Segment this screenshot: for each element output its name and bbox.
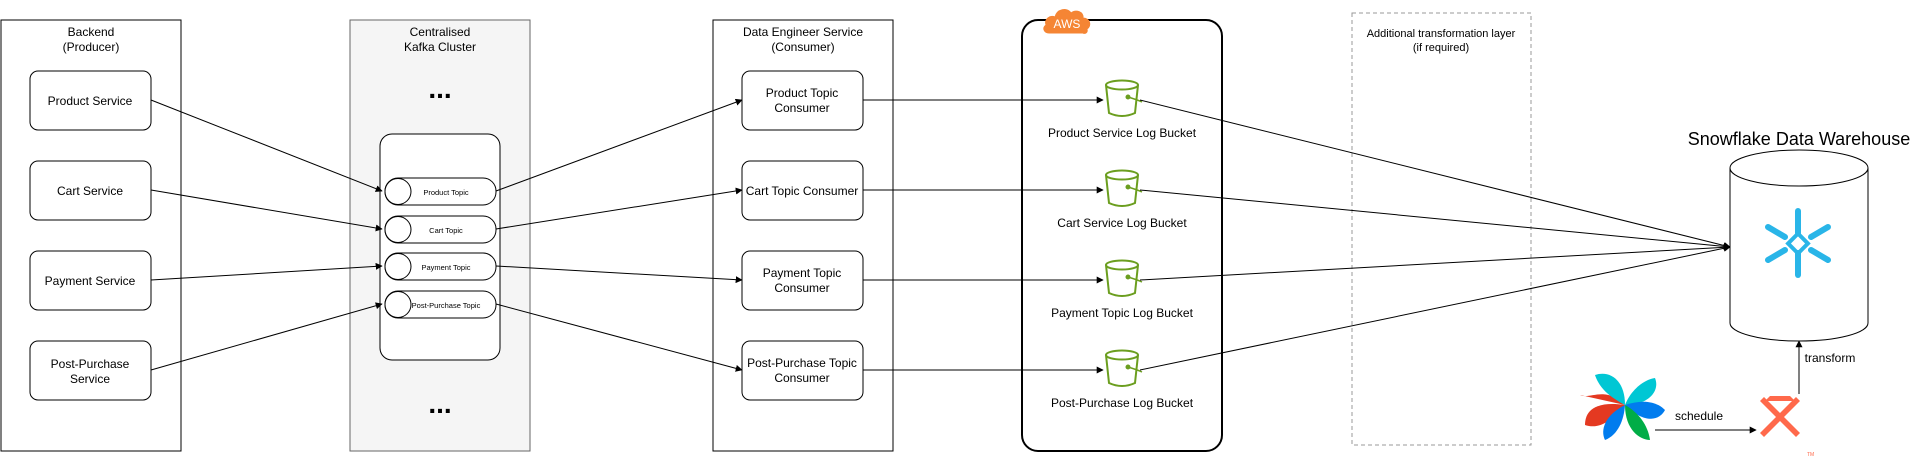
dbt-logo-icon: TM (1760, 396, 1814, 458)
post-purchase-bucket[interactable]: Post-Purchase Log Bucket (1051, 349, 1194, 411)
payment-topic-consumer-label-line1: Payment Topic (763, 266, 842, 280)
post-purchase-bucket-label: Post-Purchase Log Bucket (1051, 396, 1194, 410)
arrow-product-bucket-to-snowflake (1139, 99, 1731, 249)
kafka-title-line2: Kafka Cluster (404, 40, 476, 54)
kafka-ellipsis-bottom: ... (428, 388, 451, 419)
product-service-box[interactable]: Product Service (29, 70, 152, 131)
payment-topic-consumer-label-line2: Consumer (774, 281, 829, 295)
bucket-icon (1105, 349, 1143, 387)
kafka-topic-cart-label: Cart Topic (429, 226, 463, 235)
cart-service-box[interactable]: Cart Service (29, 160, 152, 221)
product-topic-consumer-label-line2: Consumer (774, 101, 829, 115)
aws-badge-label: AWS (1054, 17, 1081, 31)
kafka-topic-post-purchase[interactable]: Post-Purchase Topic (384, 290, 497, 319)
product-topic-consumer-box[interactable]: Product Topic Consumer (741, 70, 864, 131)
kafka-broker (379, 133, 501, 361)
schedule-label: schedule (1675, 409, 1723, 423)
kafka-title-line1: Centralised (410, 25, 471, 39)
transform-layer-title-line1: Additional transformation layer (1367, 28, 1516, 40)
backend-title-line1: Backend (68, 25, 115, 39)
arrow-cart-to-kafka (150, 189, 383, 232)
arrow-payment-bucket-to-snowflake (1139, 243, 1731, 281)
payment-topic-bucket-label: Payment Topic Log Bucket (1051, 306, 1194, 320)
bucket-icon (1105, 259, 1143, 297)
bucket-icon (1105, 169, 1143, 207)
post-purchase-topic-consumer-box[interactable]: Post-Purchase Topic Consumer (741, 340, 864, 401)
transform-layer-title-line2: (if required) (1413, 42, 1469, 54)
dbt-trademark: TM (1807, 452, 1814, 458)
cart-service-bucket-label: Cart Service Log Bucket (1057, 216, 1187, 230)
arrow-kafka-to-post-purchase-consumer (495, 303, 743, 372)
post-purchase-topic-consumer-label-line1: Post-Purchase Topic (747, 356, 857, 370)
transform-layer-group: Additional transformation layer (if requ… (1351, 12, 1532, 446)
arrow-kafka-to-payment-consumer (495, 265, 743, 284)
snowflake-logo-icon (1765, 208, 1831, 278)
snowflake-group: Snowflake Data Warehouse (1688, 129, 1910, 342)
connectors (150, 96, 1803, 434)
kafka-topic-post-purchase-label: Post-Purchase Topic (412, 301, 481, 310)
product-topic-consumer-label-line1: Product Topic (766, 86, 839, 100)
product-service-label: Product Service (48, 94, 133, 108)
post-purchase-service-label-line1: Post-Purchase (51, 357, 130, 371)
arrow-post-purchase-bucket-to-snowflake (1139, 244, 1731, 371)
cart-service-label: Cart Service (57, 184, 123, 198)
kafka-topic-payment-label: Payment Topic (421, 263, 470, 272)
arrow-kafka-to-cart-consumer (495, 187, 743, 230)
arrow-post-purchase-to-kafka (150, 302, 383, 371)
kafka-topic-product-label: Product Topic (423, 188, 469, 197)
consumer-title-line2: (Consumer) (771, 40, 834, 54)
payment-service-label: Payment Service (45, 274, 136, 288)
backend-title-line2: (Producer) (63, 40, 120, 54)
aws-group: AWS Product Service Log Bucket Cart Serv… (1021, 9, 1223, 452)
arrow-payment-to-kafka (150, 262, 383, 281)
aws-cloud-icon: AWS (1043, 9, 1091, 34)
product-service-bucket-label: Product Service Log Bucket (1048, 126, 1197, 140)
backend-producer-group: Backend (Producer) Product Service Cart … (0, 19, 182, 452)
kafka-ellipsis-top: ... (428, 73, 451, 104)
cart-service-bucket[interactable]: Cart Service Log Bucket (1057, 169, 1187, 231)
airflow-pinwheel-icon (1580, 373, 1665, 440)
bucket-icon (1105, 79, 1143, 117)
snowflake-warehouse-cylinder[interactable] (1729, 149, 1869, 342)
kafka-topic-product[interactable]: Product Topic (384, 177, 497, 206)
kafka-topic-cart[interactable]: Cart Topic (384, 215, 497, 244)
post-purchase-service-box[interactable]: Post-Purchase Service (29, 340, 152, 401)
consumer-title-line1: Data Engineer Service (743, 25, 863, 39)
kafka-cluster-group: Centralised Kafka Cluster ... ... Produc… (349, 19, 531, 452)
payment-topic-bucket[interactable]: Payment Topic Log Bucket (1051, 259, 1194, 321)
payment-topic-consumer-box[interactable]: Payment Topic Consumer (741, 250, 864, 311)
arrow-cart-bucket-to-snowflake (1139, 189, 1731, 250)
post-purchase-service-label-line2: Service (70, 372, 110, 386)
product-service-bucket[interactable]: Product Service Log Bucket (1048, 79, 1197, 141)
transform-layer-container (1351, 12, 1532, 446)
arrow-kafka-to-product-consumer (495, 98, 743, 192)
transform-label: transform (1805, 351, 1856, 365)
consumer-group: Data Engineer Service (Consumer) Product… (712, 19, 894, 452)
cart-topic-consumer-label: Cart Topic Consumer (746, 184, 859, 198)
kafka-topic-payment[interactable]: Payment Topic (384, 252, 497, 281)
snowflake-title: Snowflake Data Warehouse (1688, 129, 1910, 149)
arrow-product-to-kafka (150, 99, 383, 192)
post-purchase-topic-consumer-label-line2: Consumer (774, 371, 829, 385)
payment-service-box[interactable]: Payment Service (29, 250, 152, 311)
aws-container (1021, 19, 1223, 452)
cart-topic-consumer-box[interactable]: Cart Topic Consumer (741, 160, 864, 221)
